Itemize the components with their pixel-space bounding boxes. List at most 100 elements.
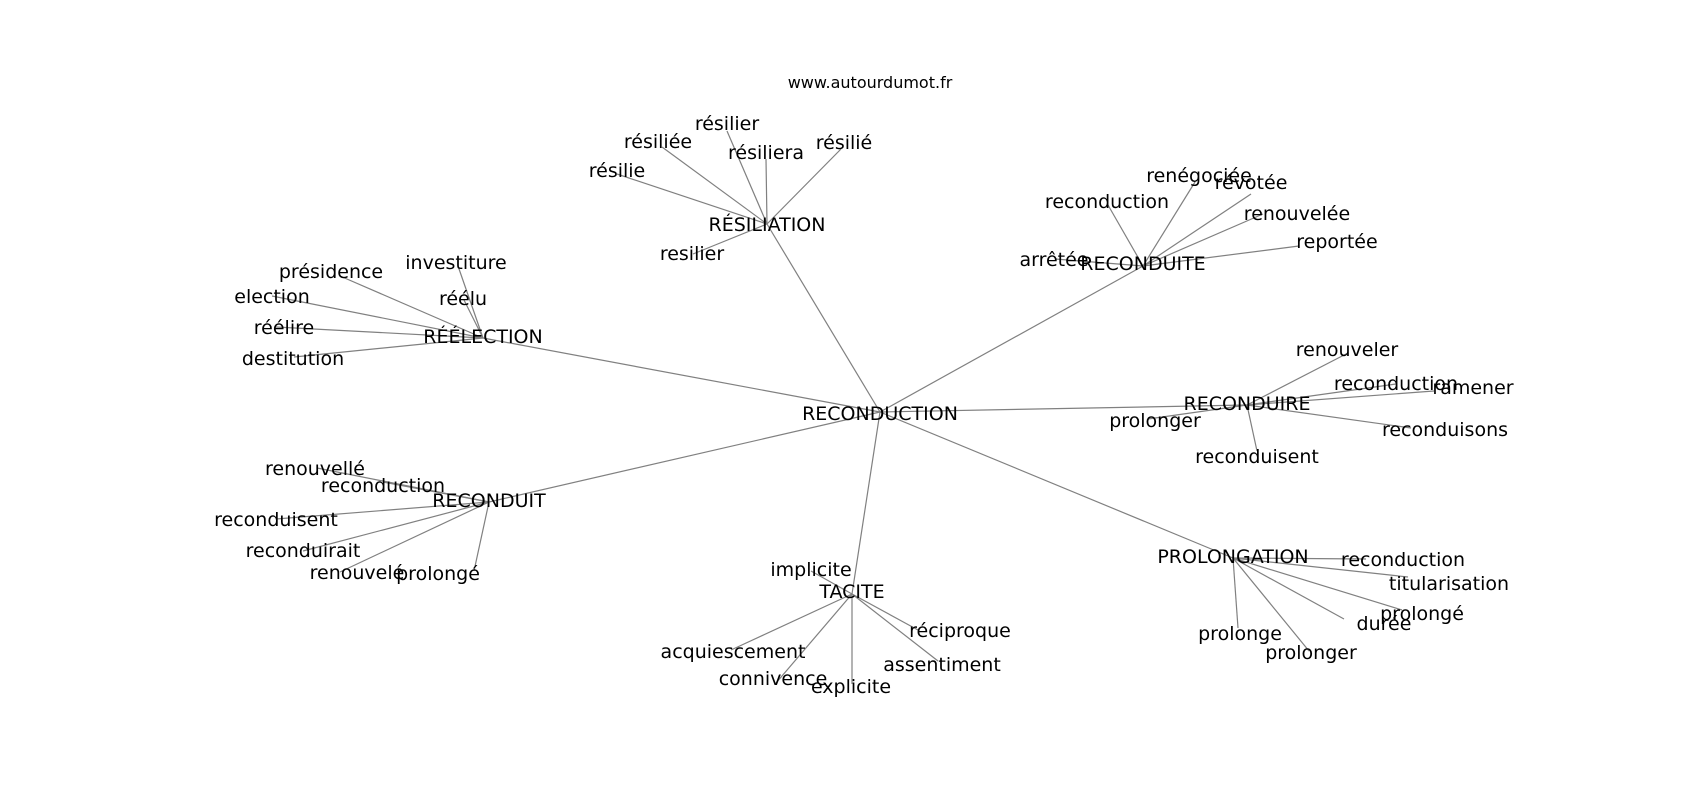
edge-center-reconduit bbox=[488, 411, 881, 503]
leaf-node-reconduit-3[interactable]: reconduirait bbox=[246, 540, 361, 562]
leaf-node-prolongation-3[interactable]: durée bbox=[1357, 613, 1412, 635]
edge-center-reelection bbox=[482, 337, 881, 413]
graph-edges bbox=[271, 130, 1435, 684]
leaf-node-reconduit-0[interactable]: renouvellé bbox=[265, 458, 365, 480]
edge-reconduit-leaf-1 bbox=[382, 481, 490, 503]
leaf-node-reconduire-0[interactable]: renouveler bbox=[1296, 339, 1399, 361]
hub-node-reelection[interactable]: RÉÉLECTION bbox=[423, 325, 542, 348]
edge-tacite-leaf-0 bbox=[810, 570, 853, 595]
edge-center-resiliation bbox=[766, 223, 881, 413]
edge-reconduite-leaf-2 bbox=[1107, 204, 1144, 267]
leaf-node-reconduire-5[interactable]: reconduisent bbox=[1195, 446, 1319, 468]
leaf-node-tacite-2[interactable]: acquiescement bbox=[661, 641, 806, 663]
hub-node-prolongation[interactable]: PROLONGATION bbox=[1157, 546, 1308, 568]
edge-center-reconduire bbox=[879, 404, 1248, 413]
center-node-label[interactable]: RECONDUCTION bbox=[802, 403, 958, 425]
leaf-node-reconduire-4[interactable]: reconduisons bbox=[1382, 419, 1508, 441]
edge-reelection-leaf-5 bbox=[293, 337, 484, 358]
leaf-node-reconduit-4[interactable]: renouvelé bbox=[310, 562, 405, 584]
edge-reelection-leaf-2 bbox=[463, 299, 484, 339]
leaf-node-resiliation-3[interactable]: résilié bbox=[816, 132, 873, 154]
edge-reconduire-leaf-0 bbox=[1246, 352, 1349, 406]
leaf-node-resiliation-0[interactable]: résilier bbox=[695, 113, 760, 135]
leaf-node-reelection-0[interactable]: investiture bbox=[405, 252, 506, 274]
leaf-node-tacite-4[interactable]: connivence bbox=[719, 668, 828, 690]
edge-reconduit-leaf-4 bbox=[339, 501, 490, 573]
edge-prolongation-leaf-5 bbox=[1232, 557, 1310, 652]
edge-reelection-leaf-0 bbox=[457, 265, 484, 339]
hub-node-reconduit[interactable]: RECONDUIT bbox=[432, 490, 546, 512]
leaf-node-reconduit-5[interactable]: prolongé bbox=[396, 563, 480, 585]
graph-labels: www.autourdumot.fr RECONDUCTION RÉSILIATI… bbox=[214, 73, 1514, 698]
leaf-node-tacite-5[interactable]: explicite bbox=[811, 676, 891, 698]
edge-reconduit-leaf-5 bbox=[473, 501, 490, 572]
leaf-node-reconduite-2[interactable]: reconduction bbox=[1045, 191, 1169, 213]
edge-center-reconduite bbox=[879, 265, 1144, 413]
edge-reelection-leaf-4 bbox=[275, 326, 484, 339]
hub-node-resiliation[interactable]: RÉSILIATION bbox=[709, 213, 826, 236]
edge-reconduit-leaf-3 bbox=[302, 501, 490, 552]
leaf-node-prolongation-5[interactable]: prolonger bbox=[1265, 642, 1357, 664]
leaf-node-resiliation-5[interactable]: resilier bbox=[660, 243, 725, 265]
edge-center-prolongation bbox=[879, 411, 1234, 559]
edge-prolongation-leaf-4 bbox=[1232, 557, 1239, 629]
edge-reelection-leaf-1 bbox=[339, 275, 484, 339]
edge-center-tacite bbox=[851, 411, 881, 595]
edge-tacite-leaf-1 bbox=[851, 593, 919, 631]
leaf-node-reconduire-3[interactable]: prolonger bbox=[1109, 410, 1201, 432]
leaf-node-reconduite-4[interactable]: reportée bbox=[1296, 231, 1377, 253]
leaf-node-tacite-1[interactable]: réciproque bbox=[909, 620, 1011, 642]
edge-reelection-leaf-3 bbox=[271, 295, 484, 339]
leaf-node-resiliation-4[interactable]: résilie bbox=[589, 160, 646, 182]
edge-prolongation-leaf-2 bbox=[1232, 557, 1403, 611]
leaf-node-reconduite-0[interactable]: renégociée bbox=[1146, 165, 1252, 187]
hub-node-reconduite[interactable]: RECONDUITE bbox=[1080, 253, 1205, 275]
hub-node-reconduire[interactable]: RECONDUIRE bbox=[1184, 393, 1311, 415]
leaf-node-reconduire-1[interactable]: reconduction bbox=[1334, 373, 1458, 395]
leaf-node-tacite-0[interactable]: implicite bbox=[770, 559, 851, 581]
leaf-node-reelection-2[interactable]: réélu bbox=[439, 288, 487, 310]
leaf-node-reconduit-1[interactable]: reconduction bbox=[321, 475, 445, 497]
edge-reconduite-leaf-3 bbox=[1142, 213, 1264, 267]
leaf-node-reconduite-3[interactable]: renouvelée bbox=[1244, 203, 1350, 225]
edge-resiliation-leaf-0 bbox=[726, 130, 768, 225]
leaf-node-prolongation-1[interactable]: titularisation bbox=[1389, 573, 1509, 595]
edge-tacite-leaf-4 bbox=[775, 593, 853, 684]
edge-resiliation-leaf-5 bbox=[692, 223, 768, 255]
edge-reconduire-leaf-4 bbox=[1246, 404, 1412, 429]
edge-resiliation-leaf-4 bbox=[616, 173, 768, 225]
edge-tacite-leaf-2 bbox=[730, 593, 853, 651]
edge-reconduite-leaf-0 bbox=[1142, 181, 1196, 267]
edge-reconduite-leaf-1 bbox=[1142, 193, 1252, 267]
leaf-node-reconduite-5[interactable]: arrêtée bbox=[1019, 249, 1088, 271]
site-url[interactable]: www.autourdumot.fr bbox=[788, 73, 953, 92]
hub-node-tacite[interactable]: TACITE bbox=[818, 581, 884, 603]
edge-reconduite-leaf-4 bbox=[1142, 245, 1300, 267]
leaf-node-reelection-1[interactable]: présidence bbox=[279, 261, 383, 283]
edge-prolongation-leaf-3 bbox=[1232, 557, 1345, 620]
leaf-node-reconduit-2[interactable]: reconduisent bbox=[214, 509, 338, 531]
leaf-node-resiliation-2[interactable]: résiliera bbox=[728, 142, 804, 164]
edge-reconduire-leaf-1 bbox=[1246, 383, 1397, 406]
edge-tacite-leaf-3 bbox=[851, 593, 939, 662]
edge-resiliation-leaf-1 bbox=[661, 146, 768, 225]
edge-prolongation-leaf-0 bbox=[1232, 557, 1367, 560]
edge-reconduire-leaf-3 bbox=[1147, 404, 1248, 420]
leaf-node-tacite-3[interactable]: assentiment bbox=[883, 654, 1001, 676]
leaf-node-reconduire-2[interactable]: ramener bbox=[1432, 377, 1513, 399]
edge-reconduire-leaf-2 bbox=[1246, 390, 1435, 406]
leaf-node-resiliation-1[interactable]: résiliée bbox=[624, 131, 692, 153]
leaf-node-prolongation-0[interactable]: reconduction bbox=[1341, 549, 1465, 571]
edge-reconduit-leaf-2 bbox=[275, 501, 490, 520]
edge-resiliation-leaf-3 bbox=[766, 148, 842, 225]
leaf-node-reconduite-1[interactable]: révotée bbox=[1215, 172, 1288, 194]
edge-reconduite-leaf-5 bbox=[1054, 258, 1144, 267]
edge-resiliation-leaf-2 bbox=[765, 158, 768, 225]
leaf-node-prolongation-2[interactable]: prolongé bbox=[1380, 603, 1464, 625]
leaf-node-reelection-4[interactable]: réélire bbox=[254, 317, 314, 339]
leaf-node-reelection-5[interactable]: destitution bbox=[242, 348, 344, 370]
leaf-node-reelection-3[interactable]: election bbox=[234, 286, 310, 308]
edge-reconduire-leaf-5 bbox=[1246, 404, 1258, 452]
leaf-node-prolongation-4[interactable]: prolonge bbox=[1198, 623, 1282, 645]
